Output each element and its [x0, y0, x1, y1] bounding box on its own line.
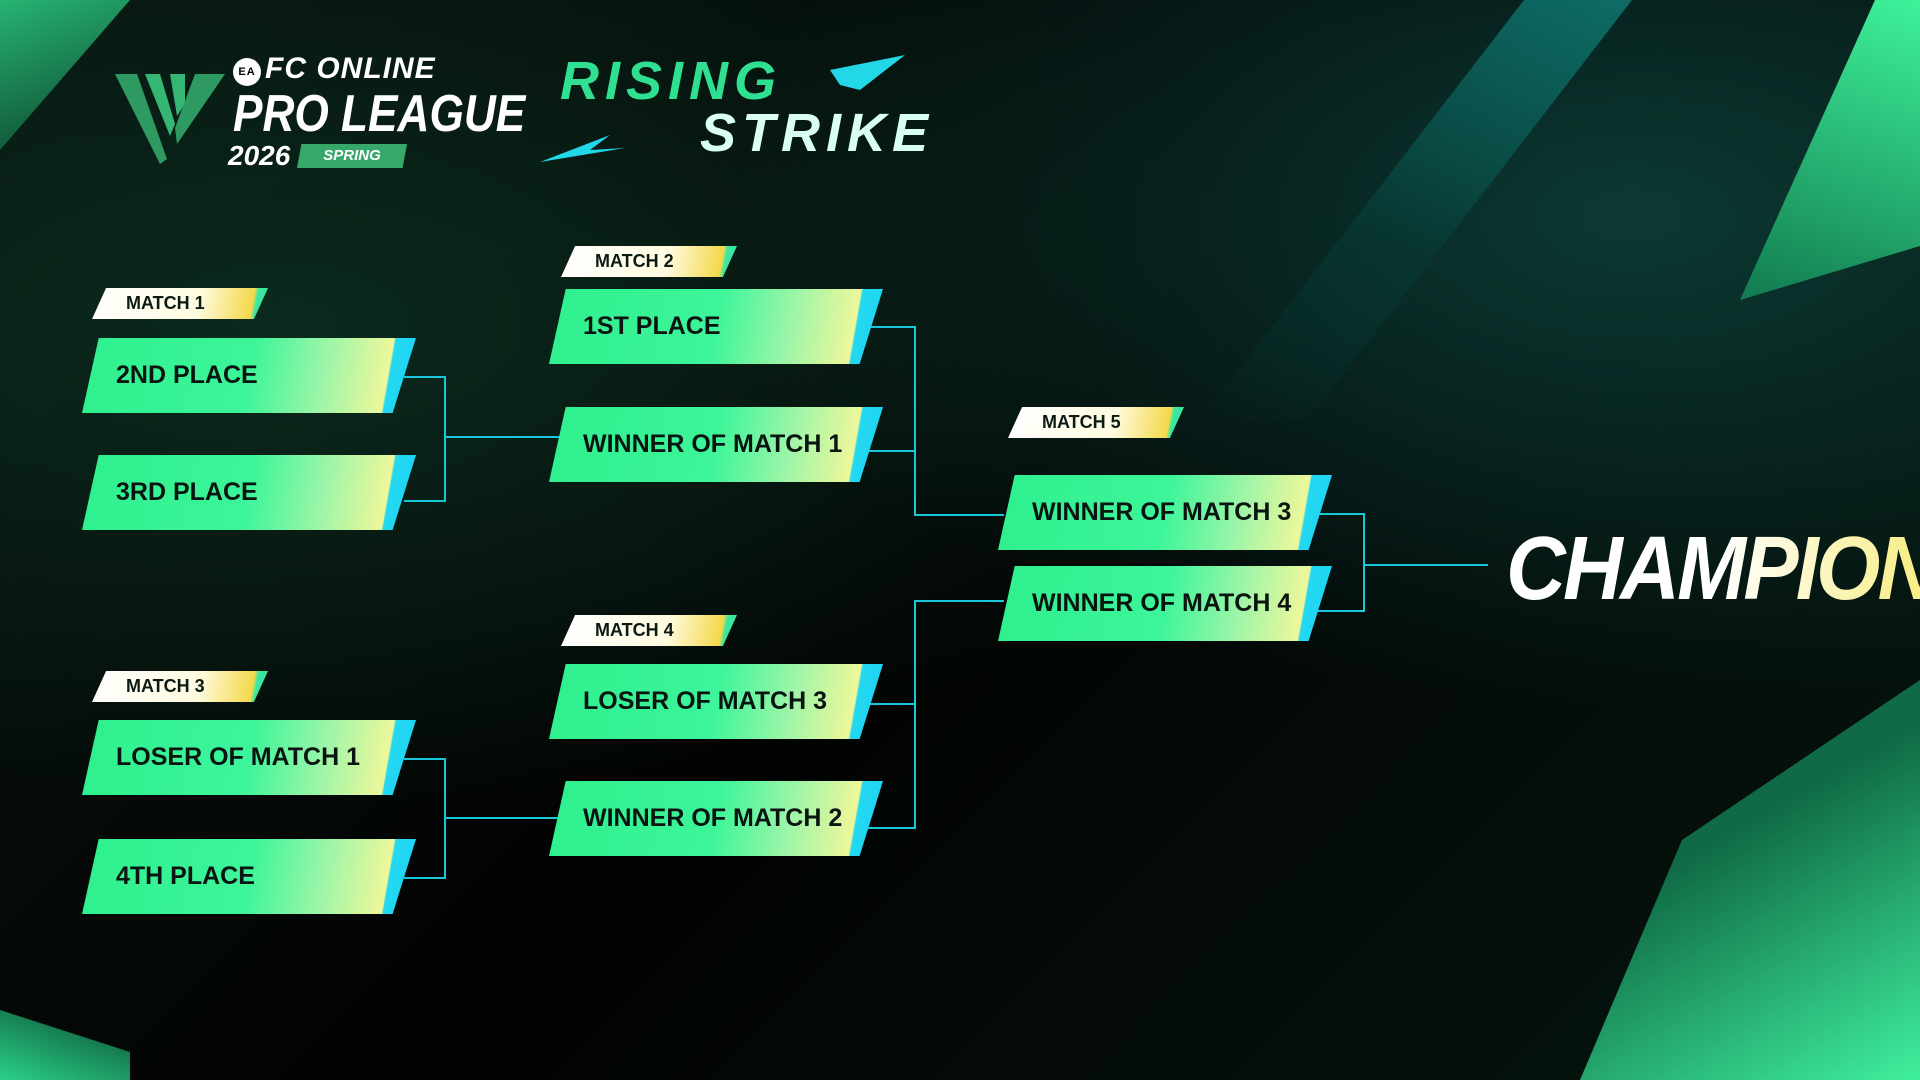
- slot-text: WINNER OF MATCH 4: [1032, 589, 1292, 617]
- connector-match5: [1316, 513, 1488, 612]
- slot-text: 2ND PLACE: [116, 361, 258, 389]
- slot-text: 1ST PLACE: [583, 312, 721, 340]
- match4-label: MATCH 4: [561, 615, 737, 646]
- pro-league-text: PRO LEAGUE: [233, 85, 526, 143]
- connector-match2: [866, 326, 1004, 516]
- match1-slot-1[interactable]: 2ND PLACE: [82, 338, 416, 413]
- slot-text: WINNER OF MATCH 1: [583, 430, 843, 458]
- slot-text: 4TH PLACE: [116, 862, 255, 890]
- match2-slot-1[interactable]: 1ST PLACE: [549, 289, 883, 364]
- ea-sports-icon: EA: [233, 58, 261, 86]
- strike-text: STRIKE: [700, 103, 935, 163]
- connector-match4: [866, 600, 1004, 829]
- lightning-icon: [540, 55, 905, 162]
- champion-title: CHAMPION: [1506, 518, 1920, 621]
- match3-slot-1[interactable]: LOSER OF MATCH 1: [82, 720, 416, 795]
- match4-slot-1[interactable]: LOSER OF MATCH 3: [549, 664, 883, 739]
- match3-slot-2[interactable]: 4TH PLACE: [82, 839, 416, 914]
- match5-slot-1[interactable]: WINNER OF MATCH 3: [998, 475, 1332, 550]
- slot-text: 3RD PLACE: [116, 478, 258, 506]
- slot-text: LOSER OF MATCH 1: [116, 743, 360, 771]
- season-badge: SPRING: [297, 144, 407, 168]
- slot-text: LOSER OF MATCH 3: [583, 687, 827, 715]
- rising-text: RISING: [560, 51, 783, 111]
- match1-slot-2[interactable]: 3RD PLACE: [82, 455, 416, 530]
- match5-slot-2[interactable]: WINNER OF MATCH 4: [998, 566, 1332, 641]
- connector-match1: [404, 376, 561, 502]
- connector-match3: [404, 758, 561, 879]
- match2-slot-2[interactable]: WINNER OF MATCH 1: [549, 407, 883, 482]
- match4-slot-2[interactable]: WINNER OF MATCH 2: [549, 781, 883, 856]
- slot-text: WINNER OF MATCH 3: [1032, 498, 1292, 526]
- match5-label: MATCH 5: [1008, 407, 1184, 438]
- slot-text: WINNER OF MATCH 2: [583, 804, 843, 832]
- match3-label: MATCH 3: [92, 671, 268, 702]
- fc-online-text: FC ONLINE: [265, 52, 436, 85]
- rising-strike-logo: RISING STRIKE: [540, 50, 928, 170]
- year-text: 2026: [228, 140, 291, 171]
- match2-label: MATCH 2: [561, 246, 737, 277]
- match1-label: MATCH 1: [92, 288, 268, 319]
- league-v-mark-icon: [115, 74, 225, 164]
